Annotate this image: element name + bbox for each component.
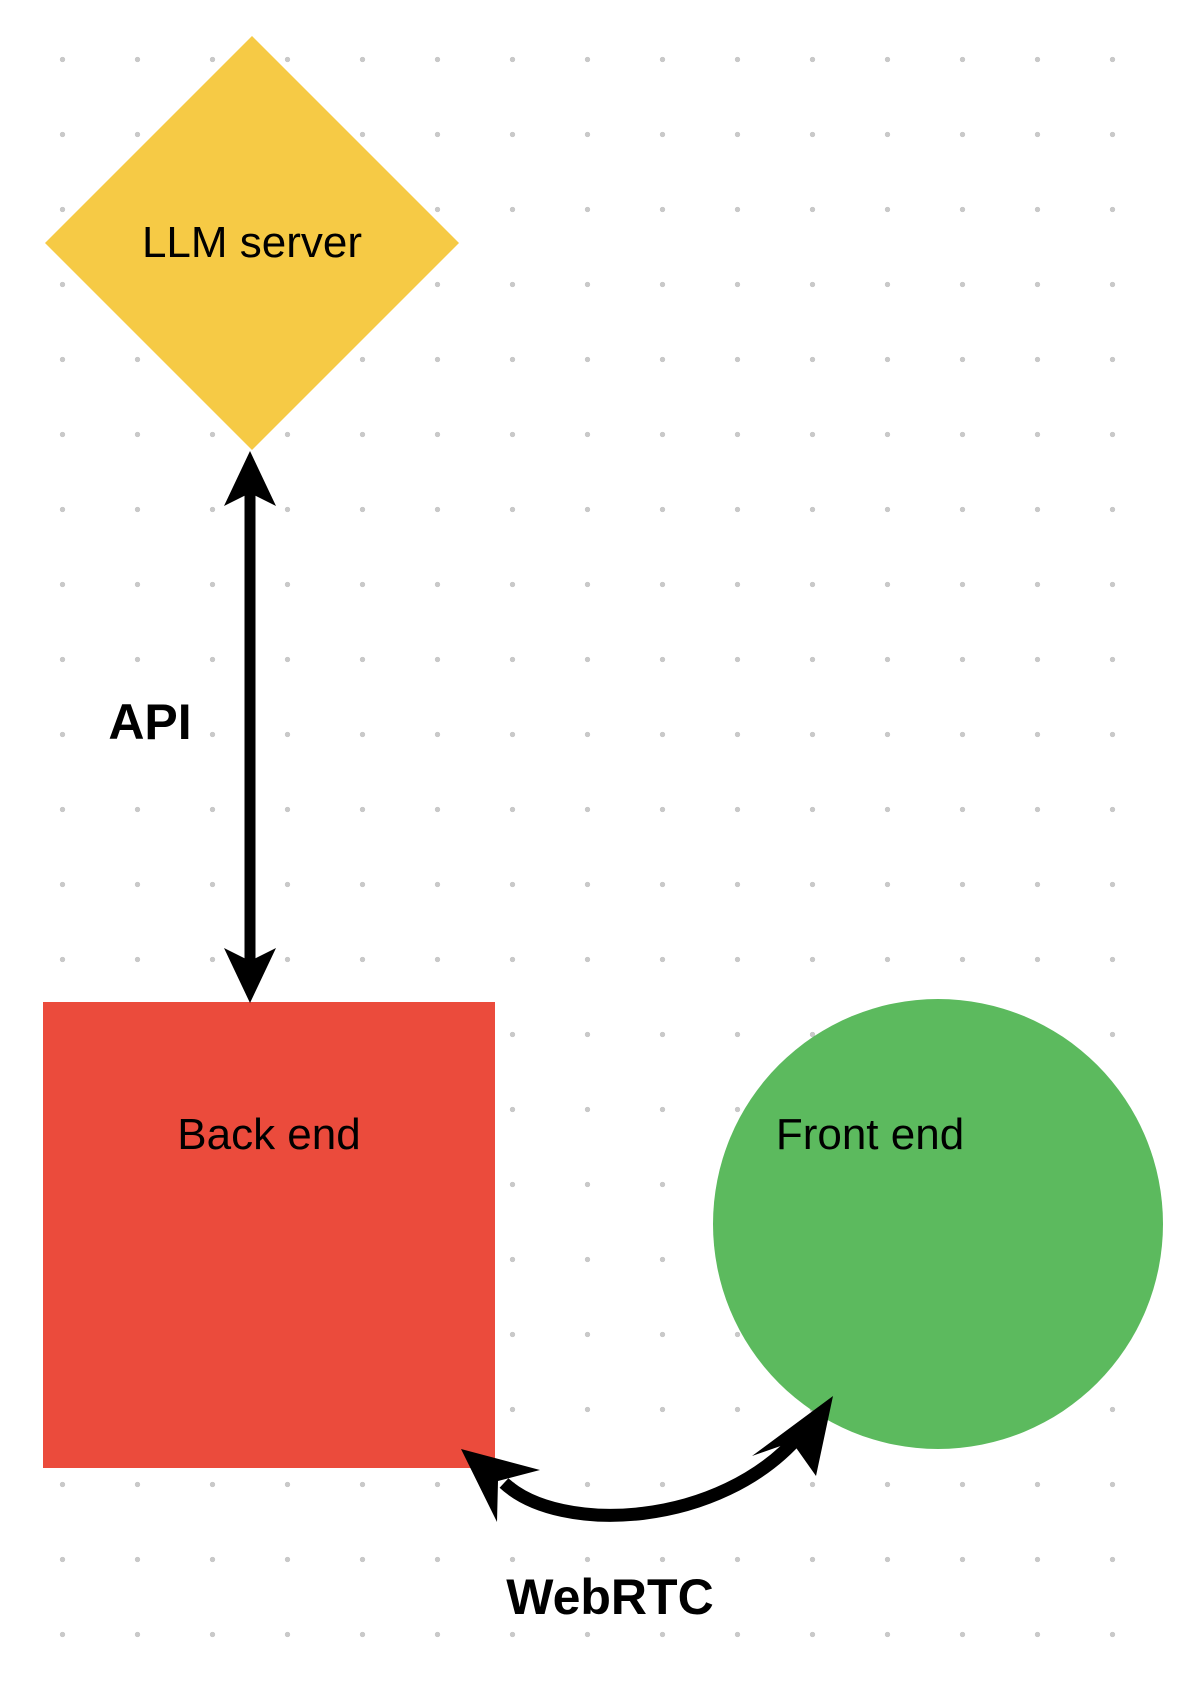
edge-webrtc-arrow[interactable] [461,1396,833,1522]
edge-api-arrow[interactable] [224,451,276,1003]
edge-webrtc-label: WebRTC [506,1569,714,1625]
edge-api-label: API [108,694,192,750]
node-back-end-shape[interactable] [43,1002,495,1468]
node-llm-server-shape[interactable] [45,36,459,450]
node-front-end-shape[interactable] [713,999,1163,1449]
